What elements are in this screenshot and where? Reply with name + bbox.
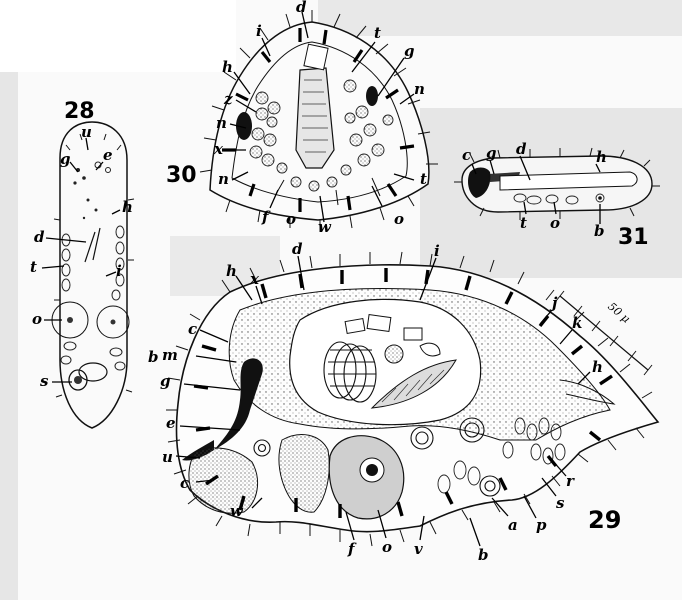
label-29-s: s bbox=[556, 494, 565, 512]
figure-number-28: 28 bbox=[64, 99, 95, 124]
cilia-fig29 bbox=[166, 251, 653, 547]
label-29-a: a bbox=[508, 516, 518, 534]
label-29-e: e bbox=[166, 414, 176, 432]
label-28-h: h bbox=[122, 198, 133, 216]
label-31-o: o bbox=[550, 214, 560, 232]
figure-31 bbox=[454, 147, 660, 220]
scale-bar-label: 50 μ bbox=[605, 300, 632, 326]
label-30-n-lower: n bbox=[218, 170, 229, 188]
figure-30 bbox=[199, 10, 438, 232]
label-28-e: e bbox=[103, 146, 113, 164]
label-29-j: j bbox=[549, 294, 558, 312]
label-29-m: m bbox=[162, 346, 178, 364]
label-31-c: c bbox=[462, 146, 471, 164]
figure-29-labels: d i x h j k h c b m g e u c w f o v b a … bbox=[148, 240, 603, 564]
figure-31-labels: c g d h t o b bbox=[462, 140, 607, 240]
label-29-d: d bbox=[292, 240, 303, 258]
label-28-o: o bbox=[32, 310, 42, 328]
label-29-h-right: h bbox=[592, 358, 603, 376]
label-29-k: k bbox=[572, 314, 582, 332]
label-29-u: u bbox=[162, 448, 173, 466]
label-29-f: f bbox=[347, 540, 357, 558]
label-30-f: f bbox=[261, 208, 271, 226]
cilia-fig30 bbox=[199, 10, 438, 232]
figure-number-29: 29 bbox=[588, 506, 621, 534]
label-29-h-left: h bbox=[226, 262, 237, 280]
figure-30-labels: d i t g h z n n x n t f o w o bbox=[213, 0, 427, 236]
label-29-c-top: c bbox=[188, 320, 197, 338]
label-30-o-right: o bbox=[394, 210, 404, 228]
label-29-x: x bbox=[249, 270, 260, 288]
label-29-v: v bbox=[414, 540, 423, 558]
figure-number-31: 31 bbox=[618, 225, 649, 250]
label-29-w: w bbox=[230, 502, 244, 520]
figure-28-labels: u e g h d t i o s bbox=[30, 123, 133, 390]
label-29-p: p bbox=[536, 516, 547, 534]
label-31-b: b bbox=[594, 222, 605, 240]
label-31-g: g bbox=[486, 144, 497, 162]
label-30-w: w bbox=[318, 218, 332, 236]
label-30-t-right: t bbox=[420, 170, 427, 188]
label-28-d: d bbox=[34, 228, 45, 246]
label-30-t: t bbox=[374, 24, 381, 42]
label-28-i: i bbox=[116, 262, 122, 280]
leader-lines bbox=[41, 11, 601, 547]
label-29-b-bottom: b bbox=[478, 546, 489, 564]
label-31-d: d bbox=[516, 140, 527, 158]
label-28-g: g bbox=[60, 150, 71, 168]
label-29-o: o bbox=[382, 538, 392, 556]
label-30-g: g bbox=[404, 42, 415, 60]
figure-number-30: 30 bbox=[166, 163, 197, 188]
label-28-t: t bbox=[30, 258, 37, 276]
label-31-t: t bbox=[520, 214, 527, 232]
label-29-b: b bbox=[148, 348, 159, 366]
label-28-u: u bbox=[81, 123, 92, 141]
label-29-c-bottom: c bbox=[180, 474, 189, 492]
figure-28 bbox=[51, 121, 135, 429]
label-30-n-right: n bbox=[414, 80, 425, 98]
label-28-s: s bbox=[40, 372, 49, 390]
label-29-r: r bbox=[566, 472, 575, 490]
label-30-i: i bbox=[256, 22, 262, 40]
figure-29 bbox=[166, 251, 660, 547]
label-30-z: z bbox=[223, 90, 233, 108]
label-29-g: g bbox=[160, 372, 171, 390]
label-30-o-left: o bbox=[286, 210, 296, 228]
label-31-h: h bbox=[596, 148, 607, 166]
label-30-n-left: n bbox=[216, 114, 227, 132]
label-29-i: i bbox=[434, 242, 440, 260]
label-30-d: d bbox=[296, 0, 307, 16]
label-30-x: x bbox=[213, 140, 224, 158]
label-30-h: h bbox=[222, 58, 233, 76]
